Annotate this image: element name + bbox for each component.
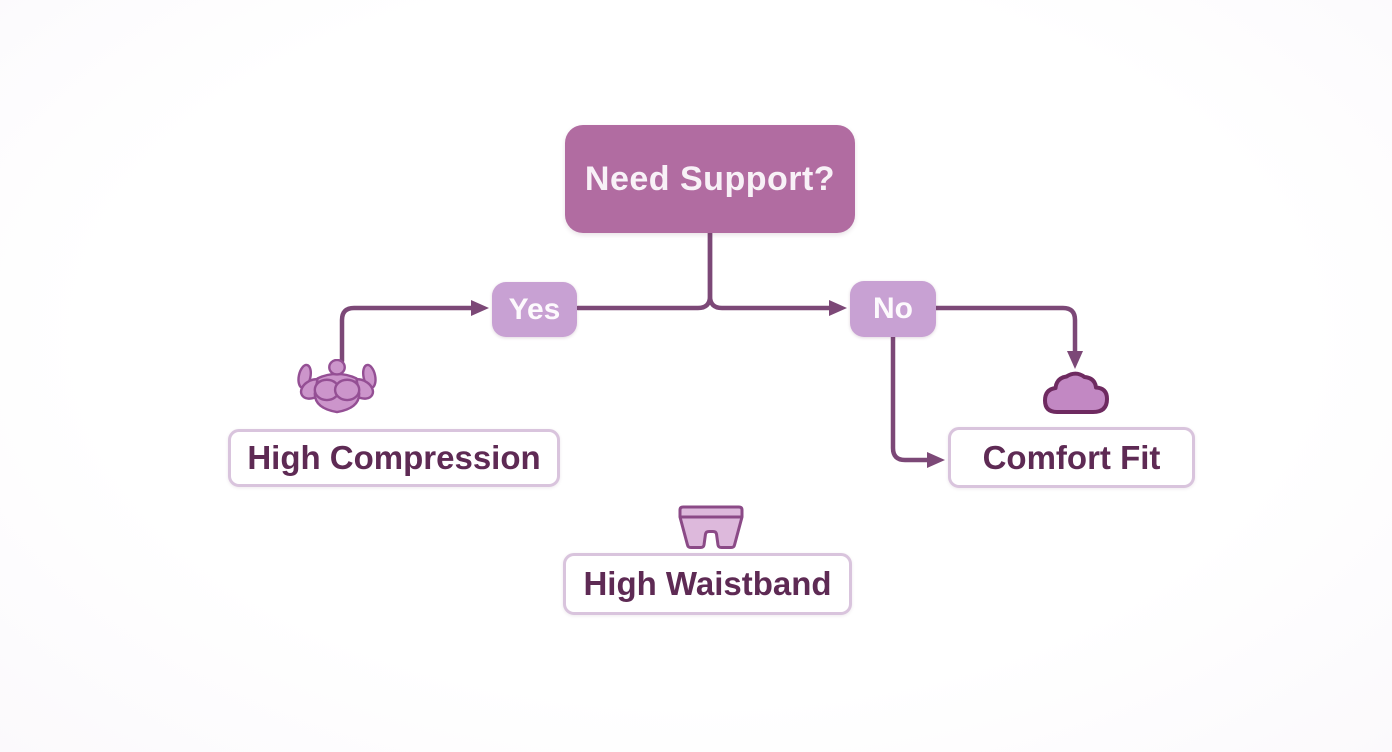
decision-node-label: Need Support? <box>584 159 836 198</box>
outcome-high-waistband: High Waistband <box>563 553 852 615</box>
arrowhead-into-no <box>829 300 847 316</box>
outcome-high-compression-label: High Compression <box>247 439 541 476</box>
outcome-high-waistband-label: High Waistband <box>583 565 832 602</box>
branch-badge-yes: Yes <box>492 282 577 337</box>
outcome-comfort-fit-label: Comfort Fit <box>982 438 1161 476</box>
connector-no-to-cloud <box>933 305 1078 354</box>
connector-root-to-no <box>707 230 832 311</box>
connector-no-to-comfort-fit <box>890 334 930 463</box>
branch-yes-label: Yes <box>508 292 561 326</box>
arrowhead-into-yes <box>471 300 489 316</box>
underwear-icon <box>678 505 744 549</box>
outcome-comfort-fit: Comfort Fit <box>948 427 1195 488</box>
connector-root-to-yes <box>575 230 713 311</box>
arrowhead-into-cloud <box>1067 351 1083 369</box>
muscle-flex-icon <box>297 359 377 414</box>
decision-node-need-support: Need Support? <box>565 125 855 233</box>
arrowhead-into-comfort-fit <box>927 452 945 468</box>
cloud-icon <box>1043 371 1109 414</box>
branch-no-label: No <box>873 292 913 325</box>
connector-high-compression-branch <box>339 305 474 364</box>
branch-badge-no: No <box>850 281 936 337</box>
outcome-high-compression: High Compression <box>228 429 560 487</box>
